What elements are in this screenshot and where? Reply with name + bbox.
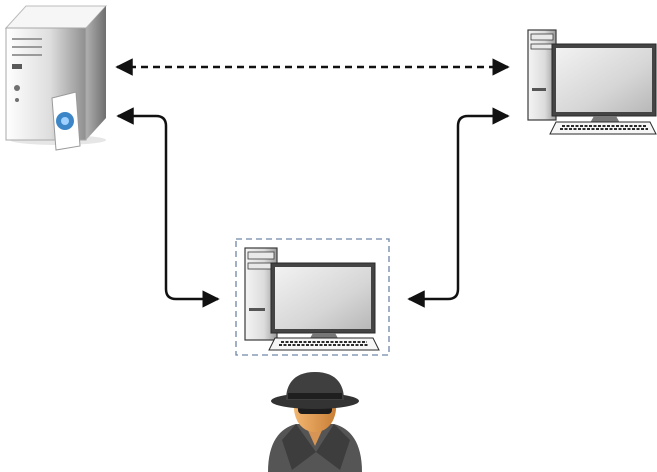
hacker-icon xyxy=(268,372,362,472)
desktop-computer-icon xyxy=(244,247,380,351)
client-computer-icon xyxy=(527,29,657,135)
attacker-computer-icon xyxy=(244,247,380,351)
server-with-certificate-icon xyxy=(4,5,108,151)
certificate-icon xyxy=(51,91,81,151)
highlight-box xyxy=(235,238,390,356)
connection-client-attacker-computer xyxy=(407,107,510,308)
desktop-computer-icon xyxy=(527,29,657,135)
connection-server-attacker-computer xyxy=(116,107,220,308)
